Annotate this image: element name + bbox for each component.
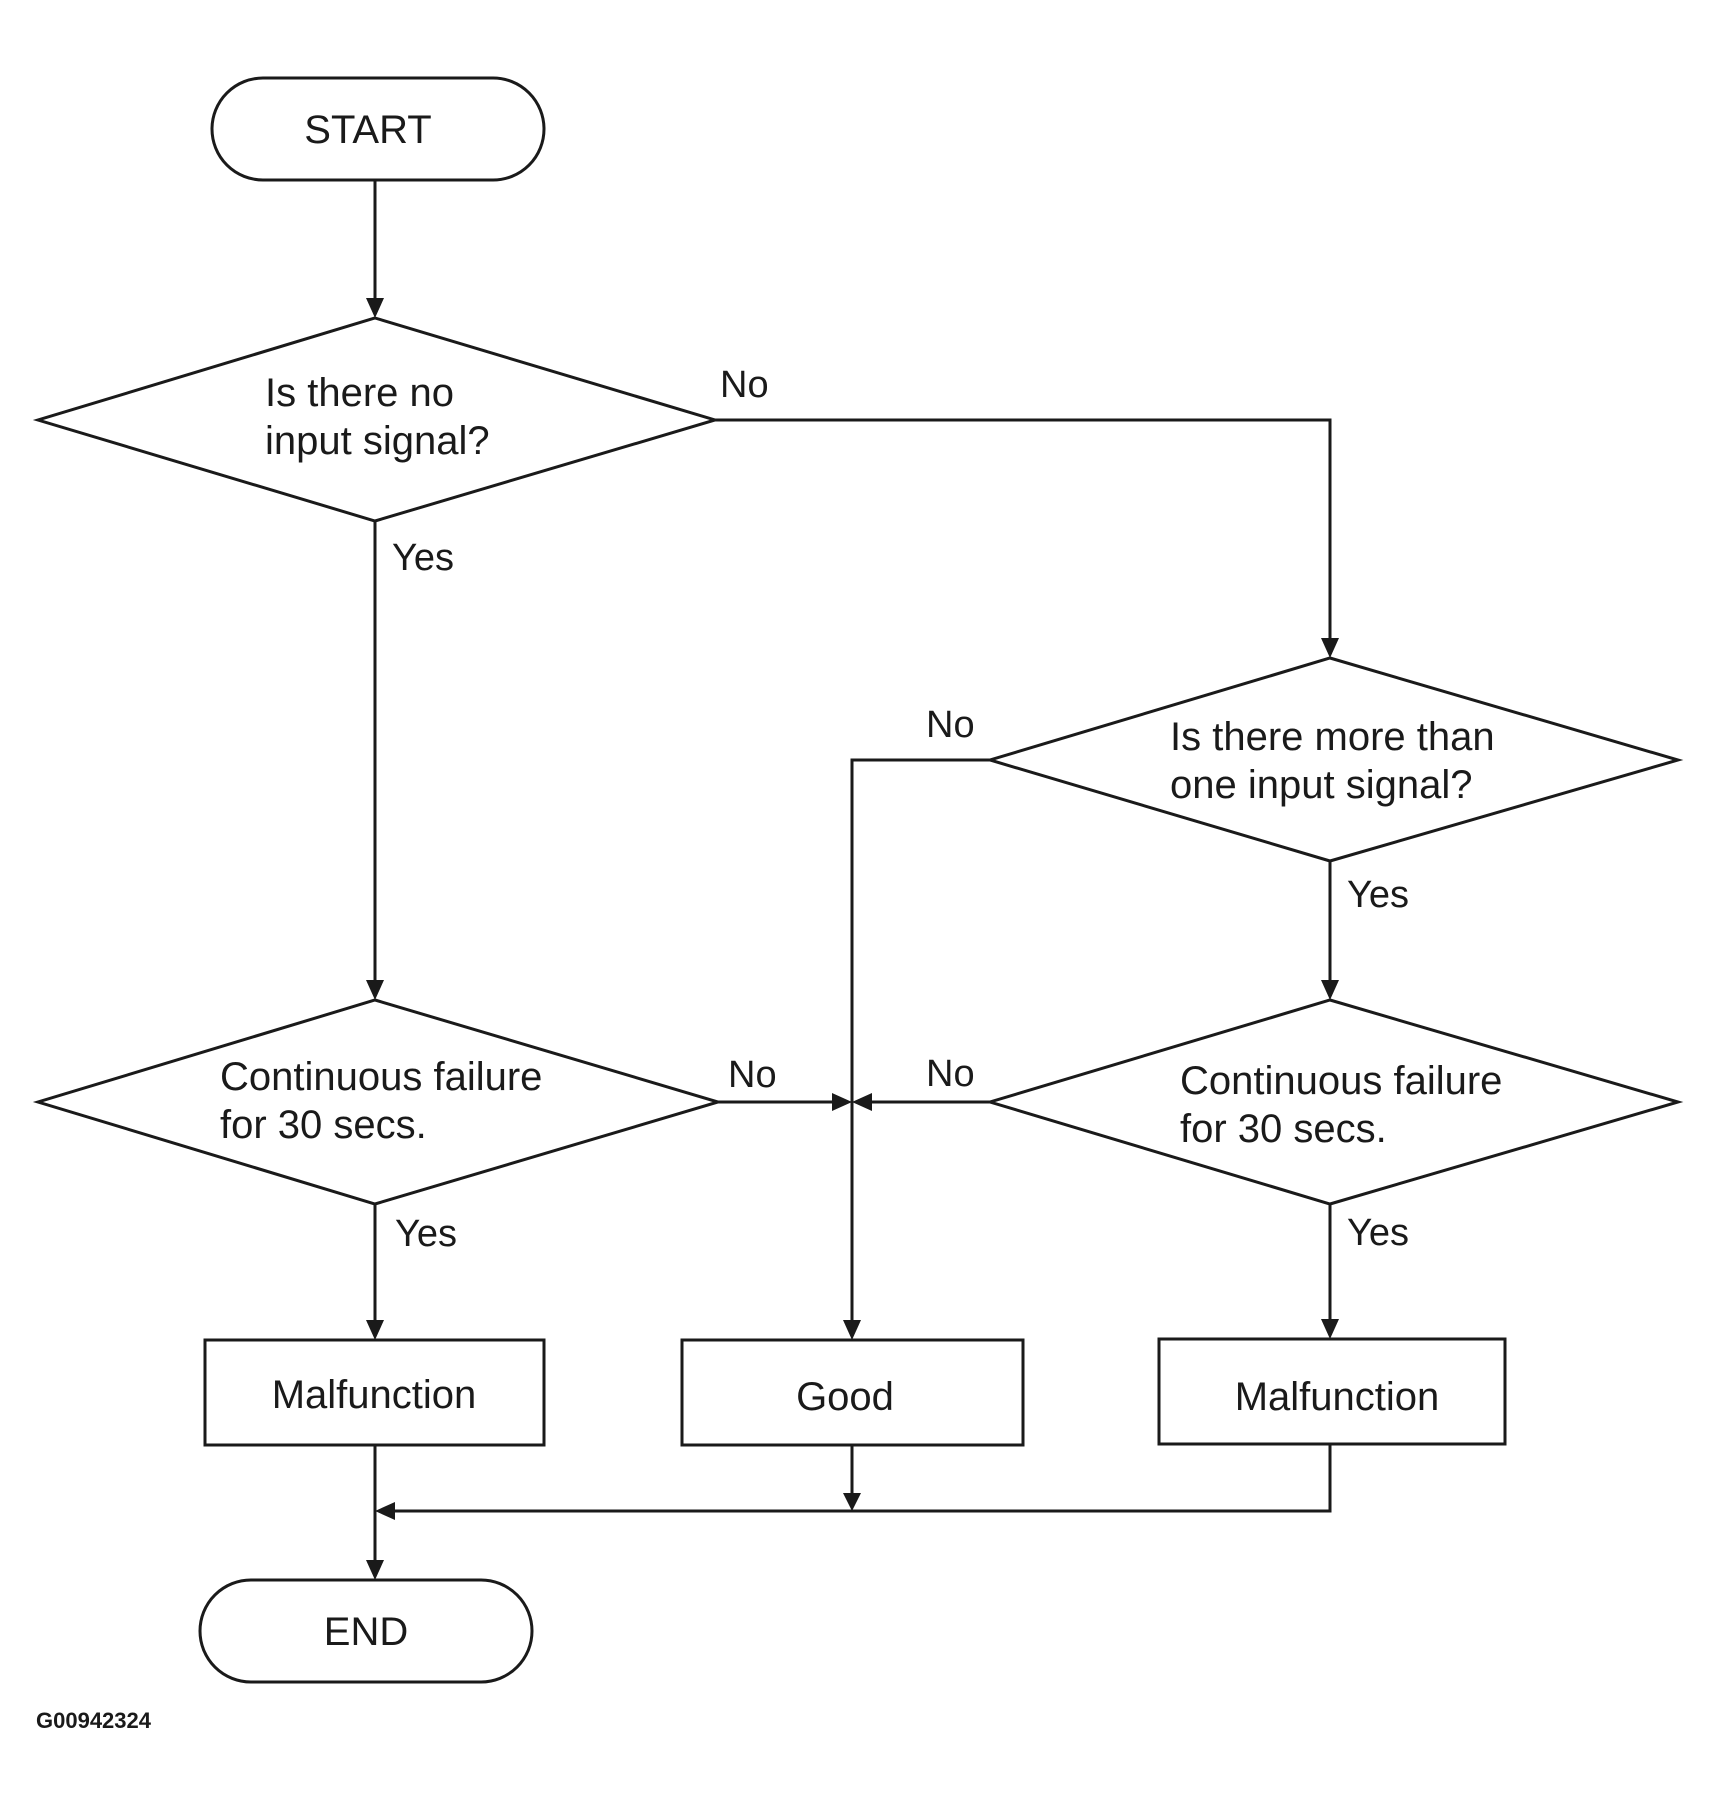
decision-more-than-one-line1: Is there more than <box>1170 715 1495 759</box>
edge-label-continuous-left-no: No <box>728 1054 777 1096</box>
decision-continuous-failure-right: Continuous failure for 30 secs. <box>984 998 1684 1206</box>
edge-labels: No Yes No Yes No Yes No Yes <box>392 364 1409 1255</box>
decision-continuous-right-line1: Continuous failure <box>1180 1059 1502 1103</box>
arrowhead <box>843 1493 861 1511</box>
edge-label-more-than-one-yes: Yes <box>1347 874 1409 916</box>
decision-more-than-one-signal: Is there more than one input signal? <box>984 656 1684 863</box>
edge-label-continuous-left-yes: Yes <box>395 1213 457 1255</box>
arrowhead <box>852 1093 872 1111</box>
arrowhead <box>1321 980 1339 1000</box>
decision-continuous-right-line2: for 30 secs. <box>1180 1107 1387 1151</box>
start-label: START <box>304 108 431 152</box>
result-good-label: Good <box>796 1375 894 1419</box>
result-malfunction-right: Malfunction <box>1157 1337 1507 1446</box>
arrowhead <box>366 298 384 318</box>
arrowhead <box>375 1502 395 1520</box>
connectors <box>366 180 1339 1580</box>
arrowhead <box>366 1320 384 1340</box>
arrowhead <box>843 1320 861 1340</box>
result-good: Good <box>680 1338 1025 1447</box>
decision-more-than-one-line2: one input signal? <box>1170 763 1472 807</box>
end-label: END <box>324 1610 408 1654</box>
edge-label-more-than-one-no: No <box>926 704 975 746</box>
decision-continuous-failure-left: Continuous failure for 30 secs. <box>32 998 724 1206</box>
arrowhead <box>366 980 384 1000</box>
result-malfunction-right-label: Malfunction <box>1235 1375 1440 1419</box>
result-malfunction-left: Malfunction <box>203 1338 546 1447</box>
edge-label-no-input-no: No <box>720 364 769 406</box>
edge-label-continuous-right-no: No <box>926 1053 975 1095</box>
end-terminal: END <box>198 1578 534 1684</box>
result-malfunction-left-label: Malfunction <box>272 1373 477 1417</box>
decision-no-input-line1: Is there no <box>265 371 454 415</box>
edge-label-no-input-yes: Yes <box>392 537 454 579</box>
decision-continuous-left-line2: for 30 secs. <box>220 1103 427 1147</box>
start-terminal: START <box>210 76 546 182</box>
decision-no-input-line2: input signal? <box>265 419 490 463</box>
edge-label-continuous-right-yes: Yes <box>1347 1212 1409 1254</box>
arrowhead <box>366 1560 384 1580</box>
decision-continuous-left-line1: Continuous failure <box>220 1055 542 1099</box>
arrowhead <box>832 1093 852 1111</box>
decision-no-input-signal: Is there no input signal? <box>32 316 721 523</box>
arrowhead <box>1321 638 1339 658</box>
figure-code: G00942324 <box>36 1708 152 1733</box>
arrowhead <box>1321 1319 1339 1339</box>
